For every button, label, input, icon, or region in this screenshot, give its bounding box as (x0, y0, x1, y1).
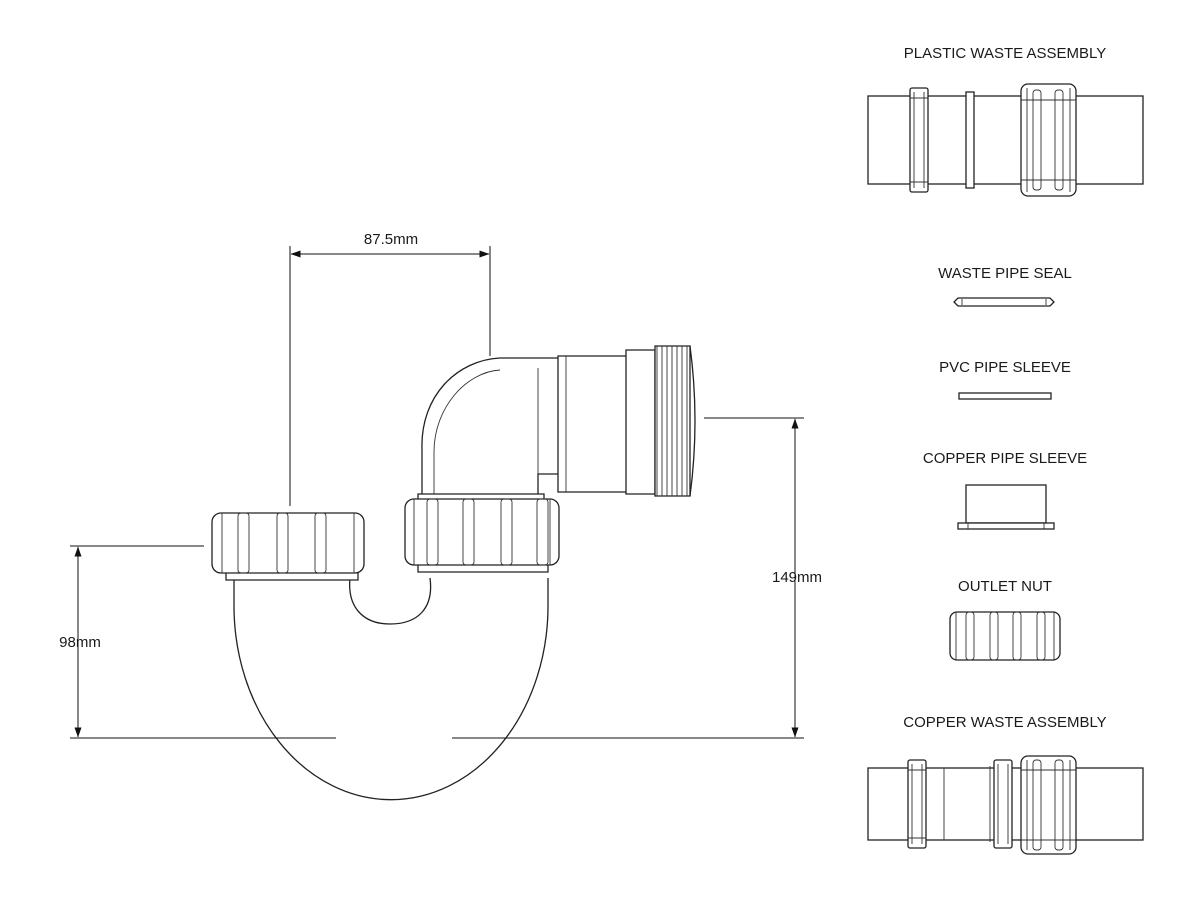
copper-waste-assembly: COPPER WASTE ASSEMBLY (867, 714, 1144, 855)
outlet-nut: OUTLET NUT (949, 578, 1061, 661)
waste-pipe-seal: WASTE PIPE SEAL (938, 265, 1072, 307)
outlet-nut-label: OUTLET NUT (958, 578, 1052, 595)
dimension-height-right: 149mm (452, 417, 822, 739)
p-trap-body (233, 345, 696, 801)
dimension-height-left: 98mm (59, 545, 336, 739)
right-outlet-nut (404, 493, 560, 573)
left-inlet-nut (211, 512, 365, 581)
pvc-pipe-sleeve-label: PVC PIPE SLEEVE (939, 359, 1071, 376)
dimension-width-label: 87.5mm (364, 231, 418, 248)
copper-pipe-sleeve: COPPER PIPE SLEEVE (923, 450, 1087, 530)
pvc-pipe-sleeve: PVC PIPE SLEEVE (939, 359, 1071, 400)
plastic-waste-assembly: PLASTIC WASTE ASSEMBLY (867, 45, 1144, 197)
dimension-height-right-label: 149mm (772, 569, 822, 586)
dimension-width: 87.5mm (289, 231, 491, 506)
copper-waste-assembly-label: COPPER WASTE ASSEMBLY (903, 714, 1106, 731)
plastic-waste-assembly-label: PLASTIC WASTE ASSEMBLY (904, 45, 1107, 62)
dimension-height-left-label: 98mm (59, 634, 101, 651)
waste-pipe-seal-label: WASTE PIPE SEAL (938, 265, 1072, 282)
copper-pipe-sleeve-label: COPPER PIPE SLEEVE (923, 450, 1087, 467)
